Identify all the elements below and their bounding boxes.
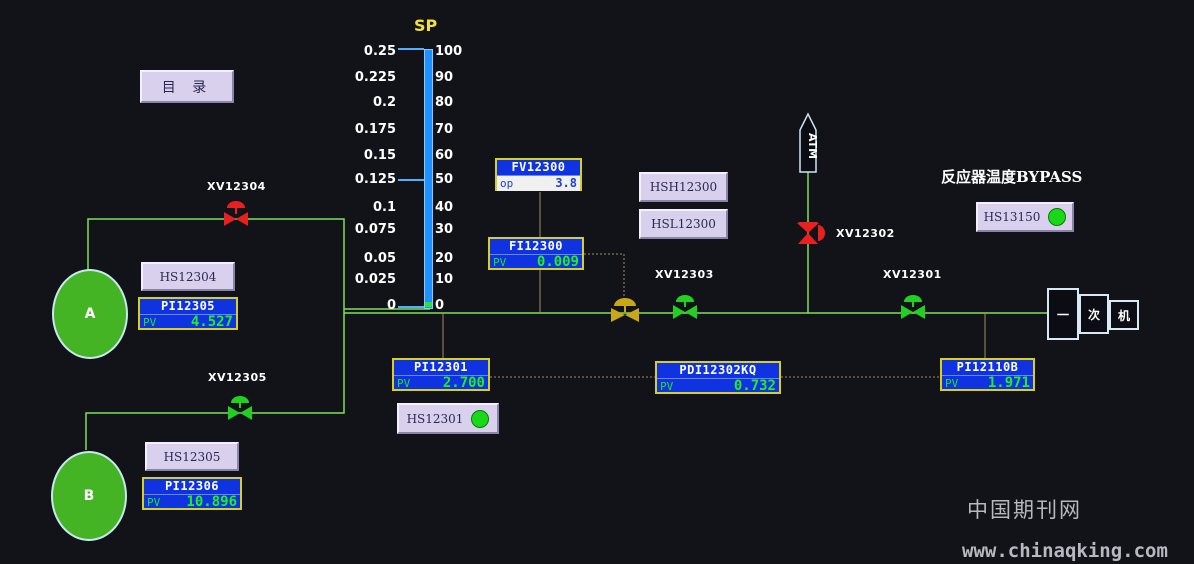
sp-right-tick: 0 bbox=[435, 298, 445, 313]
tag-fv12300[interactable]: FV12300 op 3.8 bbox=[495, 158, 582, 191]
tag-fv12300-label: op bbox=[500, 177, 514, 190]
sp-left-tick: 0 bbox=[386, 298, 396, 313]
tag-pi12301-value: 2.700 bbox=[442, 375, 485, 391]
tag-fi12300-label: PV bbox=[493, 256, 507, 269]
sp-right-tick: 100 bbox=[435, 44, 463, 59]
tag-pi12305-label: PV bbox=[143, 316, 157, 329]
sp-top-marker bbox=[398, 48, 424, 50]
tag-pi12305[interactable]: PI12305 PV 4.527 bbox=[138, 297, 238, 330]
tag-fi12300-name: FI12300 bbox=[490, 239, 582, 255]
hs13150-button[interactable]: HS13150 bbox=[976, 202, 1074, 232]
pipe-a bbox=[87, 218, 345, 313]
sp-bottom-marker bbox=[398, 306, 424, 308]
valve-label-xv12301: XV12301 bbox=[883, 268, 942, 281]
tag-pi12110b-label: PV bbox=[945, 377, 959, 390]
tag-pi12301-name: PI12301 bbox=[394, 360, 488, 376]
tag-pi12306-label: PV bbox=[147, 496, 161, 509]
sp-right-tick: 40 bbox=[435, 200, 454, 215]
sp-left-tick: 0.1 bbox=[372, 200, 396, 215]
tag-pi12110b-name: PI12110B bbox=[942, 360, 1033, 376]
sp-mid-marker bbox=[398, 179, 424, 181]
menu-button[interactable]: 目 录 bbox=[140, 70, 234, 103]
equipment-box-2[interactable]: 次 bbox=[1079, 294, 1109, 334]
tag-pi12306[interactable]: PI12306 PV 10.896 bbox=[142, 477, 242, 510]
tag-pi12301[interactable]: PI12301 PV 2.700 bbox=[392, 358, 490, 391]
sp-left-tick: 0.05 bbox=[363, 251, 396, 266]
hs12305-button[interactable]: HS12305 bbox=[145, 442, 239, 471]
sp-left-tick: 0.225 bbox=[354, 70, 396, 85]
valve-xv12304-icon[interactable] bbox=[222, 200, 250, 228]
tag-pdi12302kq-label: PV bbox=[660, 380, 674, 393]
sp-right-tick: 60 bbox=[435, 148, 454, 163]
valve-xv12305-icon[interactable] bbox=[226, 396, 254, 422]
tag-fi12300[interactable]: FI12300 PV 0.009 bbox=[488, 237, 584, 270]
sp-right-tick: 70 bbox=[435, 122, 454, 137]
tag-pdi12302kq-value: 0.732 bbox=[733, 378, 776, 394]
watermark-title: 中国期刊网 bbox=[967, 498, 1082, 522]
sp-right-tick: 50 bbox=[435, 172, 454, 187]
sp-right-tick: 80 bbox=[435, 95, 454, 110]
sp-right-tick: 20 bbox=[435, 251, 454, 266]
valve-xv12303-icon[interactable] bbox=[671, 295, 699, 321]
atm-arrow bbox=[799, 112, 817, 173]
valve-label-xv12303: XV12303 bbox=[655, 268, 714, 281]
vessel-a[interactable]: A bbox=[52, 269, 128, 359]
sp-left-tick: 0.15 bbox=[363, 148, 396, 163]
tag-pi12110b-value: 1.971 bbox=[987, 375, 1030, 391]
hsh12300-button[interactable]: HSH12300 bbox=[639, 172, 728, 202]
valve-label-xv12302: XV12302 bbox=[836, 227, 895, 240]
hs13150-status-indicator bbox=[1048, 208, 1067, 226]
tag-pi12110b[interactable]: PI12110B PV 1.971 bbox=[940, 358, 1035, 391]
tag-pdi12302kq-name: PDI12302KQ bbox=[657, 363, 779, 379]
sp-left-tick: 0.025 bbox=[354, 272, 396, 287]
hs12301-label: HS12301 bbox=[406, 411, 464, 426]
bypass-title: 反应器温度BYPASS bbox=[941, 168, 1083, 186]
sp-right-tick: 30 bbox=[435, 222, 454, 237]
tag-pi12301-label: PV bbox=[397, 377, 411, 390]
sp-left-tick: 0.25 bbox=[363, 44, 396, 59]
atm-label: ATM bbox=[806, 132, 819, 160]
sp-bar[interactable] bbox=[424, 49, 433, 309]
tag-pi12306-name: PI12306 bbox=[144, 479, 240, 495]
equipment-box-3[interactable]: 机 bbox=[1109, 300, 1139, 330]
sp-title: SP bbox=[414, 16, 438, 35]
sp-left-tick: 0.2 bbox=[372, 95, 396, 110]
tag-pi12305-value: 4.527 bbox=[190, 314, 233, 330]
tag-pi12305-name: PI12305 bbox=[140, 299, 236, 315]
sp-right-tick: 10 bbox=[435, 272, 454, 287]
vessel-b[interactable]: B bbox=[51, 451, 127, 541]
hs13150-label: HS13150 bbox=[983, 210, 1041, 224]
sp-left-tick: 0.075 bbox=[354, 222, 396, 237]
hs12301-status-indicator bbox=[471, 409, 490, 428]
tag-fv12300-value: 3.8 bbox=[555, 176, 577, 190]
hs12301-button[interactable]: HS12301 bbox=[397, 403, 499, 434]
sp-left-tick: 0.175 bbox=[354, 122, 396, 137]
tag-fv12300-name: FV12300 bbox=[497, 160, 580, 176]
valve-label-xv12304: XV12304 bbox=[207, 180, 266, 193]
control-valve-icon[interactable] bbox=[609, 297, 641, 325]
hsl12300-button[interactable]: HSL12300 bbox=[639, 209, 728, 239]
pipe-b bbox=[85, 313, 345, 450]
sp-left-tick: 0.125 bbox=[354, 172, 396, 187]
watermark-url: www.chinaqking.com bbox=[962, 540, 1168, 562]
valve-xv12301-icon[interactable] bbox=[899, 295, 927, 321]
sp-right-tick: 90 bbox=[435, 70, 454, 85]
hs12304-button[interactable]: HS12304 bbox=[141, 262, 235, 291]
tag-fi12300-value: 0.009 bbox=[536, 254, 579, 270]
valve-label-xv12305: XV12305 bbox=[208, 371, 267, 384]
tag-pi12306-value: 10.896 bbox=[186, 494, 237, 510]
sp-bar-fill bbox=[425, 302, 432, 307]
equipment-box-1[interactable]: 一 bbox=[1047, 288, 1079, 340]
tag-pdi12302kq[interactable]: PDI12302KQ PV 0.732 bbox=[655, 361, 781, 394]
valve-xv12302-icon[interactable] bbox=[796, 220, 830, 246]
